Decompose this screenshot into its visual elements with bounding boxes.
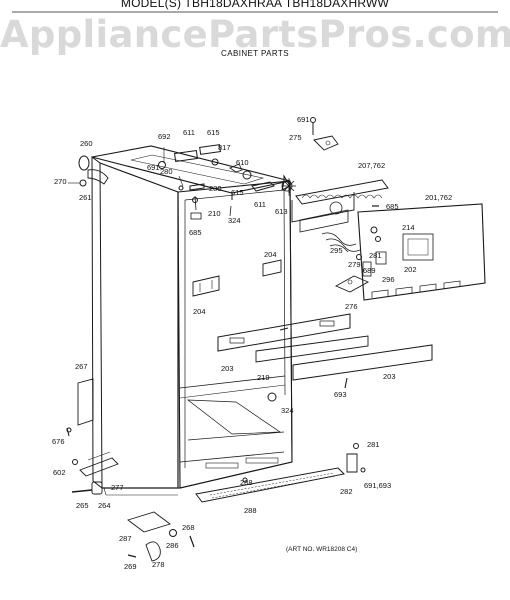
left-hinge-parts (66, 155, 119, 495)
art-number: (ART NO. WR18208 C4) (286, 546, 357, 553)
part-label: 207,762 (358, 161, 385, 170)
section-title: CABINET PARTS (221, 49, 289, 58)
part-label: 278 (152, 560, 165, 569)
part-label: 204 (264, 250, 277, 259)
part-label: 280 (160, 167, 173, 176)
part-label: 281 (369, 251, 382, 260)
part-label: 265 (76, 501, 89, 510)
model-line: MODEL(S) TBH18DAXHRAA TBH18DAXHRWW (120, 0, 390, 10)
front-rails (217, 313, 433, 402)
part-label: 676 (52, 437, 65, 446)
lower-parts (127, 443, 366, 562)
part-label: 214 (402, 223, 415, 232)
part-label: 288 (240, 478, 253, 487)
part-label: 691 (297, 115, 310, 124)
part-label: 203 (221, 364, 234, 373)
part-label: 204 (193, 307, 206, 316)
part-label: 267 (75, 362, 88, 371)
part-label: 615 (207, 128, 220, 137)
part-label: 691,693 (364, 481, 391, 490)
part-label: 202 (404, 265, 417, 274)
part-label: 201,762 (425, 193, 452, 202)
part-label: 691 (147, 163, 160, 172)
watermark: AppliancePartsPros.com (0, 13, 510, 56)
side-brackets (192, 259, 282, 297)
part-label: 282 (340, 487, 353, 496)
part-label: 613 (275, 207, 288, 216)
part-label: 611 (183, 128, 195, 137)
part-label: 287 (119, 534, 132, 543)
part-label: 210 (208, 209, 221, 218)
part-label: 610 (236, 158, 249, 167)
part-label: 685 (189, 228, 202, 237)
part-label: 296 (382, 275, 395, 284)
cabinet-body (91, 145, 293, 496)
part-label: 279 (348, 260, 361, 269)
part-label: 276 (345, 302, 358, 311)
part-label: 269 (124, 562, 137, 571)
part-label: 268 (182, 523, 195, 532)
part-label: 261 (79, 193, 92, 202)
part-label: 692 (158, 132, 171, 141)
part-label: 277 (111, 483, 124, 492)
part-label: 286 (166, 541, 179, 550)
part-label: 685 (386, 202, 399, 211)
control-assembly (282, 117, 486, 301)
part-label: 280 (209, 184, 222, 193)
part-label: 693 (334, 390, 347, 399)
part-label: 602 (53, 468, 66, 477)
part-label: 817 (218, 143, 231, 152)
part-label: 270 (54, 177, 67, 186)
part-label: 275 (289, 133, 302, 142)
part-label: 324 (228, 216, 241, 225)
part-label: 219 (257, 373, 270, 382)
part-label: 295 (330, 246, 343, 255)
part-label: 615 (231, 188, 244, 197)
part-label: 288 (244, 506, 257, 515)
part-label: 611 (254, 200, 266, 209)
part-label: 281 (367, 440, 380, 449)
part-label: 260 (80, 139, 93, 148)
part-label: 689 (363, 266, 376, 275)
part-label: 203 (383, 372, 396, 381)
part-label: 324 (281, 406, 294, 415)
top-duct-parts (158, 144, 293, 220)
part-labels: 691 275 692 611 615 817 691 610 280 207,762 260 270… (52, 115, 452, 571)
part-label: 264 (98, 501, 111, 510)
